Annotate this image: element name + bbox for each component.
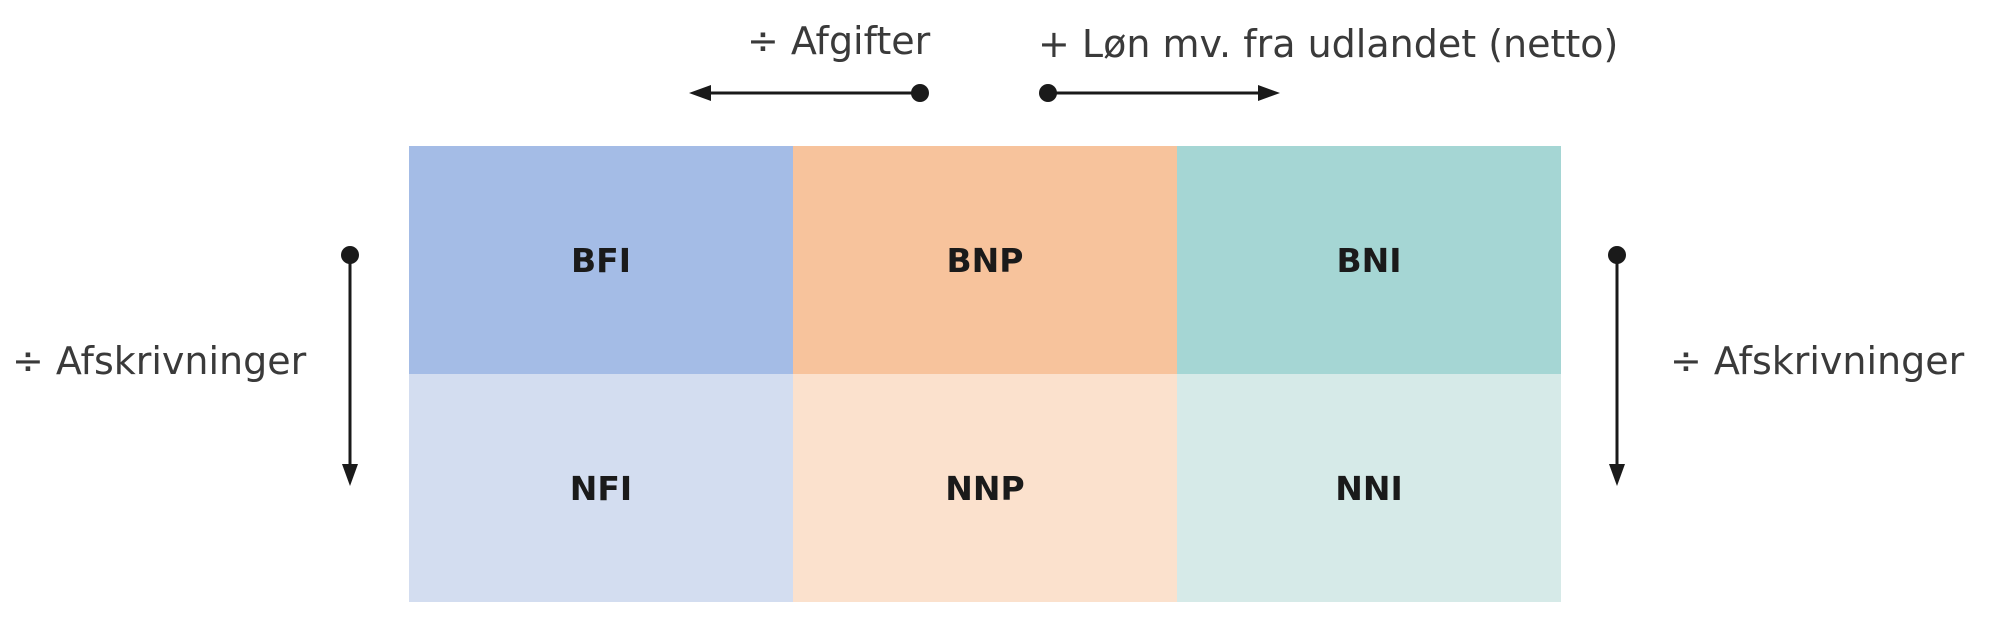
- cell-nfi: NFI: [409, 374, 793, 602]
- afskrivninger-left-label: ÷ Afskrivninger: [12, 339, 307, 383]
- afskrivninger-right-arrow-icon: [1608, 246, 1626, 486]
- afskrivninger-right-label: ÷ Afskrivninger: [1670, 339, 1965, 383]
- cell-bni: BNI: [1177, 146, 1561, 374]
- afskrivninger-left-arrow-icon: [341, 246, 359, 486]
- loen-arrow-icon: [1039, 84, 1280, 102]
- cell-nnp: NNP: [793, 374, 1177, 602]
- cell-bfi: BFI: [409, 146, 793, 374]
- cell-bnp: BNP: [793, 146, 1177, 374]
- cell-nni: NNI: [1177, 374, 1561, 602]
- afgifter-label: ÷ Afgifter: [747, 19, 931, 63]
- afgifter-arrow-icon: [689, 84, 929, 102]
- income-measures-grid: BFI BNP BNI NFI NNP NNI: [409, 146, 1561, 602]
- loen-fra-udlandet-label: + Løn mv. fra udlandet (netto): [1038, 22, 1619, 66]
